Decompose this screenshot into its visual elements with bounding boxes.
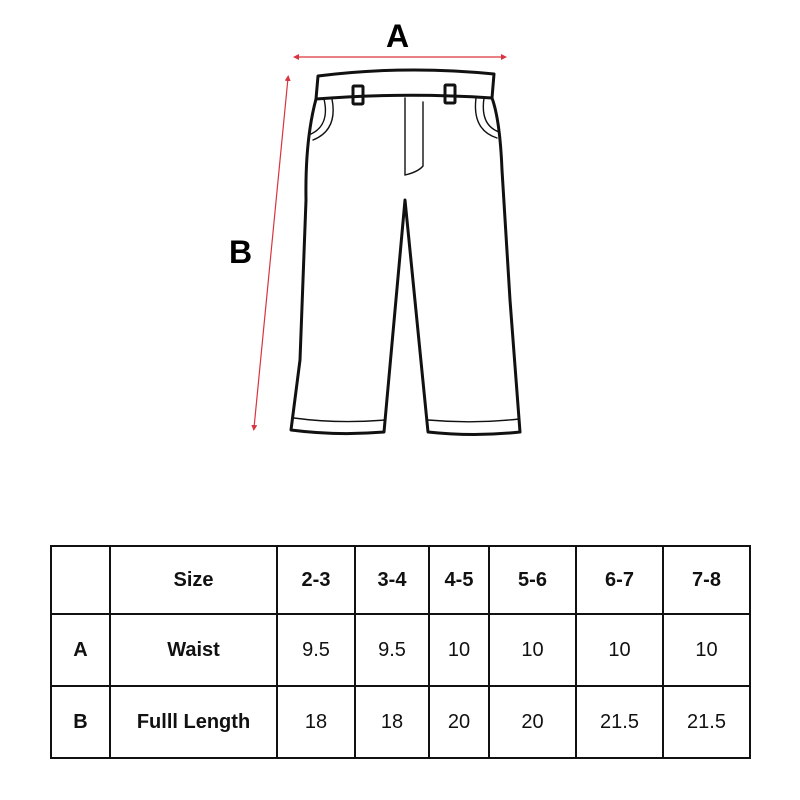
table-cell: 10 (428, 613, 490, 687)
belt-loop-right (443, 83, 457, 105)
table-cell: 10 (662, 613, 751, 687)
size-col-header: 4-5 (428, 545, 490, 615)
size-col-header: 7-8 (662, 545, 751, 615)
size-col-header: 5-6 (488, 545, 577, 615)
pocket-right (482, 97, 500, 133)
table-header-row: Size 2-3 3-4 4-5 5-6 6-7 7-8 (50, 545, 751, 615)
table-cell: 10 (488, 613, 577, 687)
row-name: Waist (109, 613, 278, 687)
row-key: A (50, 613, 111, 687)
size-col-header: 2-3 (276, 545, 356, 615)
size-col-header: 6-7 (575, 545, 664, 615)
table-corner-cell (50, 545, 111, 615)
table-cell: 20 (428, 685, 490, 759)
pants-outline (289, 96, 522, 436)
pants-diagram: A B (229, 18, 522, 436)
size-header: Size (109, 545, 278, 615)
table-row: B Fulll Length 18 18 20 20 21.5 21.5 (50, 685, 751, 759)
table-cell: 9.5 (276, 613, 356, 687)
row-key: B (50, 685, 111, 759)
row-name: Fulll Length (109, 685, 278, 759)
table-cell: 18 (354, 685, 430, 759)
pocket-left (310, 98, 327, 135)
table-cell: 9.5 (354, 613, 430, 687)
table-cell: 10 (575, 613, 664, 687)
length-measure-line (251, 75, 291, 431)
table-cell: 21.5 (575, 685, 664, 759)
table-cell: 21.5 (662, 685, 751, 759)
belt-loop-left (351, 84, 365, 106)
table-cell: 20 (488, 685, 577, 759)
length-label: B (229, 234, 253, 270)
size-chart-table: Size 2-3 3-4 4-5 5-6 6-7 7-8 A Waist 9.5… (50, 545, 751, 759)
fly-stitch (404, 101, 424, 176)
pants-illustration (251, 54, 522, 436)
hem-right (427, 418, 520, 423)
size-col-header: 3-4 (354, 545, 430, 615)
table-cell: 18 (276, 685, 356, 759)
waist-label: A (386, 18, 410, 54)
waistband (314, 68, 496, 101)
hem-left (293, 417, 386, 423)
table-row: A Waist 9.5 9.5 10 10 10 10 (50, 613, 751, 687)
